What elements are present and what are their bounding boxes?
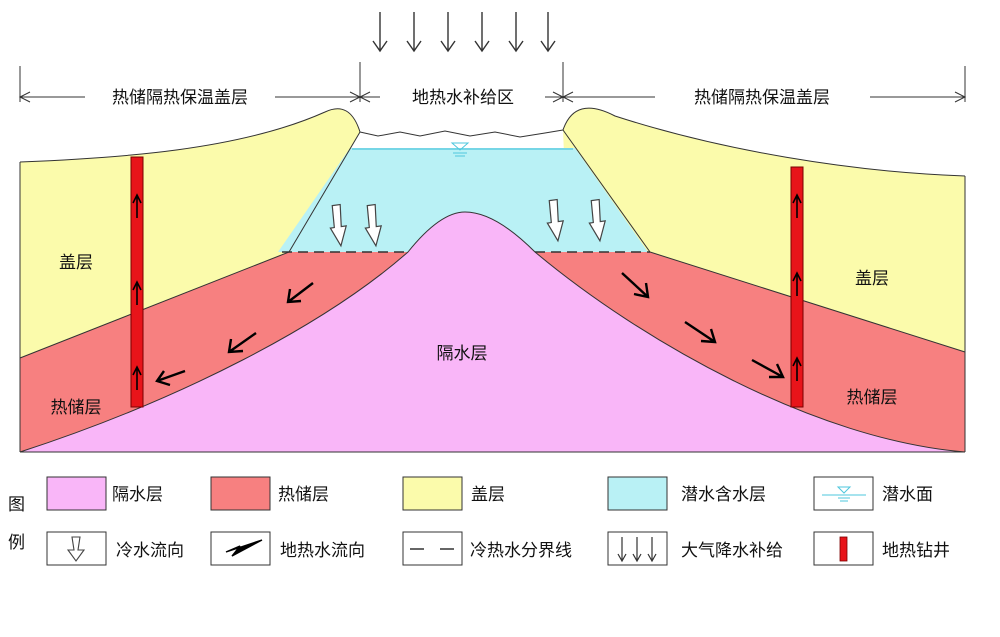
left-caprock-label: 热储隔热保温盖层 (112, 88, 248, 108)
well-icon (839, 536, 848, 562)
legend-label-reservoir: 热储层 (278, 485, 329, 505)
legend: 图 例 隔水层 热储层 盖层 潜水含水层 潜水面 冷水流向 地热水流向 冷热水分… (8, 476, 950, 566)
legend-swatch-caprock (402, 476, 463, 511)
thermal-reservoir (20, 252, 965, 452)
legend-title-2: 例 (8, 533, 25, 553)
dimension-lines (18, 62, 967, 103)
legend-swatch-aquiclude (46, 476, 107, 511)
cold-flow-arrow-icon (66, 536, 86, 562)
water-table-symbol-icon (822, 486, 866, 502)
legend-label-water-table: 潜水面 (882, 485, 933, 505)
aquiclude-label: 隔水层 (437, 344, 488, 364)
caprock-layer (20, 108, 965, 359)
legend-label-hot-flow: 地热水流向 (280, 541, 365, 561)
layer-boundaries (19, 107, 966, 453)
right-caprock-label: 热储隔热保温盖层 (694, 88, 830, 108)
legend-label-caprock: 盖层 (471, 485, 505, 505)
legend-label-precipitation: 大气降水补给 (681, 541, 783, 561)
precipitation-arrows-icon (617, 537, 657, 563)
reservoir-right-label: 热储层 (847, 388, 898, 408)
cap-left-label: 盖层 (59, 253, 93, 273)
geothermal-flow-arrows (155, 272, 785, 387)
legend-label-well: 地热钻井 (882, 541, 950, 561)
legend-swatch-reservoir (210, 476, 271, 511)
legend-swatch-water-table (813, 476, 874, 511)
cold-water-flow-arrows (329, 198, 607, 248)
geothermal-well-right (790, 166, 804, 408)
recharge-zone-label: 地热水补给区 (412, 88, 514, 108)
precipitation-arrows (372, 12, 556, 53)
aquiclude-layer (20, 212, 965, 452)
reservoir-left-label: 热储层 (51, 398, 102, 418)
water-table (352, 142, 573, 157)
legend-label-aquiclude: 隔水层 (112, 485, 163, 505)
legend-label-boundary: 冷热水分界线 (470, 541, 572, 561)
legend-label-phreatic: 潜水含水层 (681, 485, 766, 505)
legend-swatch-phreatic (607, 476, 668, 511)
legend-title: 图 (8, 495, 25, 515)
geothermal-well-left (130, 156, 144, 408)
hot-flow-arrow-icon (225, 539, 263, 557)
legend-label-cold-flow: 冷水流向 (116, 541, 184, 561)
cap-right-label: 盖层 (855, 269, 889, 289)
